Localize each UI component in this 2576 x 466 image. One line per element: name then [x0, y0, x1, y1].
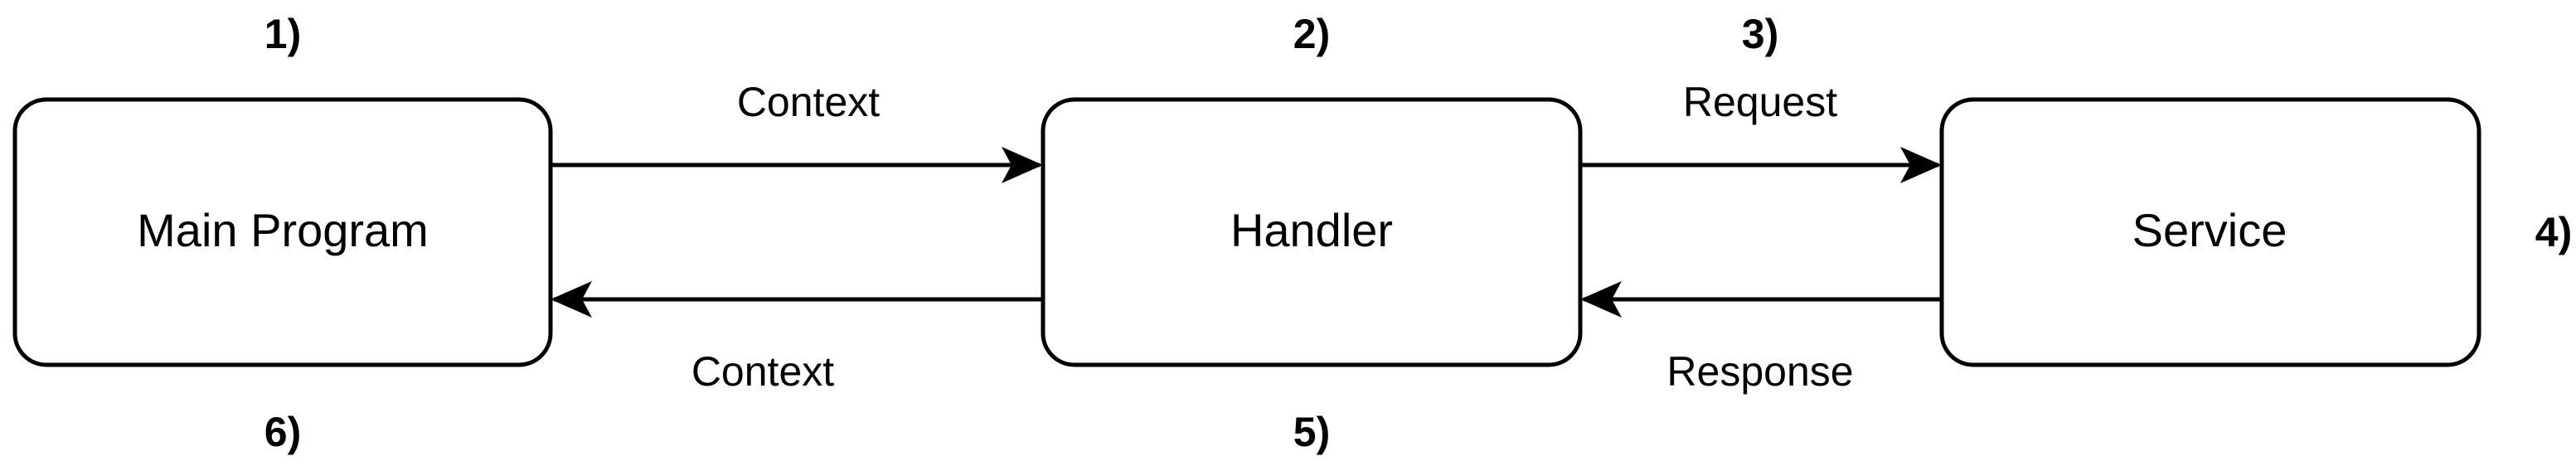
handler-to-main-label: Context	[691, 348, 834, 395]
main-to-handler-label: Context	[737, 79, 880, 125]
main-program-box	[12, 97, 553, 367]
main-to-handler-arrowhead	[1002, 147, 1043, 183]
edge-handler-to-service: Request	[1580, 79, 1942, 183]
handler-to-main-arrowhead	[551, 281, 592, 318]
handler-to-service-label: Request	[1683, 79, 1837, 125]
service-to-handler-label: Response	[1666, 348, 1853, 395]
service-label: Service	[2132, 204, 2287, 256]
step-1-label: 1)	[264, 11, 301, 57]
step-2-label: 2)	[1293, 11, 1330, 57]
node-handler: Handler	[1041, 97, 1583, 367]
handler-to-service-arrowhead	[1900, 147, 1942, 183]
step-4-label: 4)	[2535, 209, 2572, 255]
node-main-program: Main Program	[12, 97, 553, 367]
edge-main-to-handler: Context	[551, 79, 1043, 183]
step-3-label: 3)	[1742, 11, 1778, 57]
main-program-label: Main Program	[137, 204, 429, 256]
node-service: Service	[1939, 97, 2481, 367]
step-5-label: 5)	[1293, 409, 1330, 455]
edge-handler-to-main: Context	[551, 281, 1043, 395]
edge-service-to-handler: Response	[1580, 281, 1942, 395]
handler-box	[1041, 97, 1583, 367]
handler-label: Handler	[1230, 204, 1393, 256]
step-6-label: 6)	[264, 409, 301, 455]
service-to-handler-arrowhead	[1580, 281, 1622, 318]
service-box	[1939, 97, 2481, 367]
